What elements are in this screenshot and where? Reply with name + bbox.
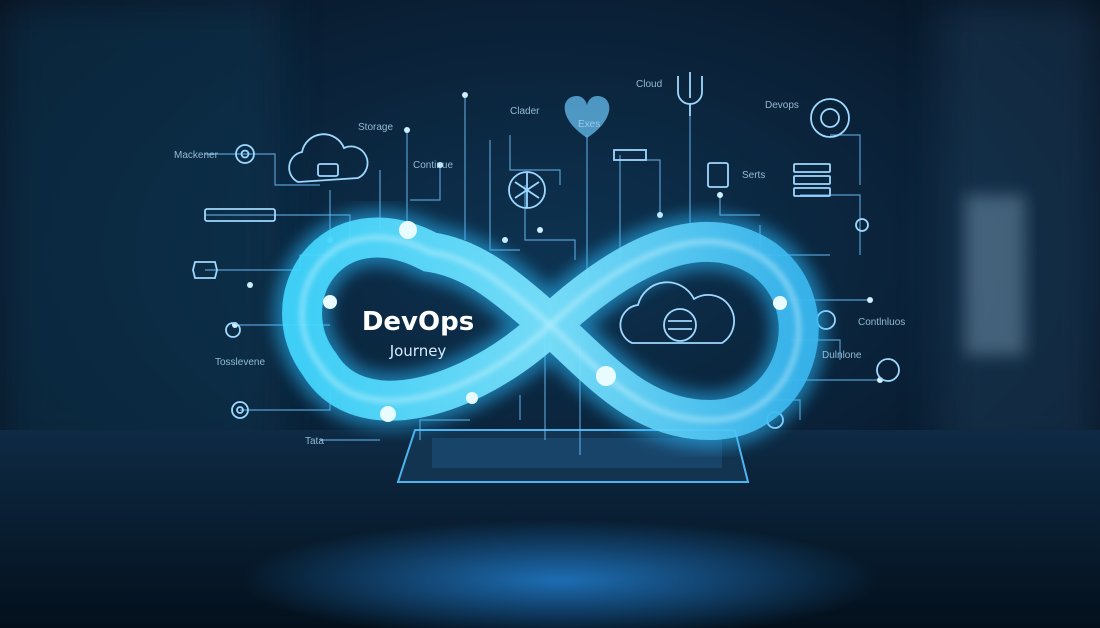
center-title: DevOps <box>362 307 474 337</box>
network-brain-icon <box>508 171 546 209</box>
server-stack-icon <box>793 163 831 197</box>
label-devops: Devops <box>765 100 799 111</box>
center-subtitle: Journey <box>389 342 447 360</box>
label-contlnluos: Contlnluos <box>858 317 905 328</box>
window-light <box>965 195 1025 355</box>
clock-icon <box>876 358 900 382</box>
gear-small-icon <box>225 322 241 338</box>
heart-icon <box>564 96 610 138</box>
gear-icon <box>235 144 255 164</box>
label-dulnlone: Dulnlone <box>822 350 862 361</box>
label-continue: Continue <box>413 160 453 171</box>
loop-nodes <box>323 221 787 422</box>
label-tosslevene: Tosslevene <box>215 357 265 368</box>
trace-dots <box>232 92 883 383</box>
label-cloud: Cloud <box>636 79 662 90</box>
cloud-sync-icon <box>619 281 735 344</box>
label-tata: Tata <box>305 436 324 447</box>
cloud-upload-icon <box>288 133 369 183</box>
label-storage: Storage <box>358 122 393 133</box>
gear-icon <box>231 401 249 419</box>
table-reflection <box>240 520 880 628</box>
label-clader: Clader <box>510 106 540 117</box>
label-mackener: Mackener <box>174 150 219 161</box>
tablet-device <box>396 429 750 483</box>
left-wall-blur <box>0 0 280 460</box>
label-exes: Exes <box>578 119 600 130</box>
usb-plug-icon <box>613 149 647 161</box>
bug-small-icon <box>855 218 869 232</box>
microphone-icon <box>677 72 703 116</box>
gear-octagon-icon <box>810 98 850 138</box>
infinity-highlight <box>300 235 801 423</box>
settings-bar-icon <box>204 208 276 222</box>
document-icon <box>707 162 729 188</box>
label-serts: Serts <box>742 170 765 181</box>
bug-icon <box>192 261 218 279</box>
